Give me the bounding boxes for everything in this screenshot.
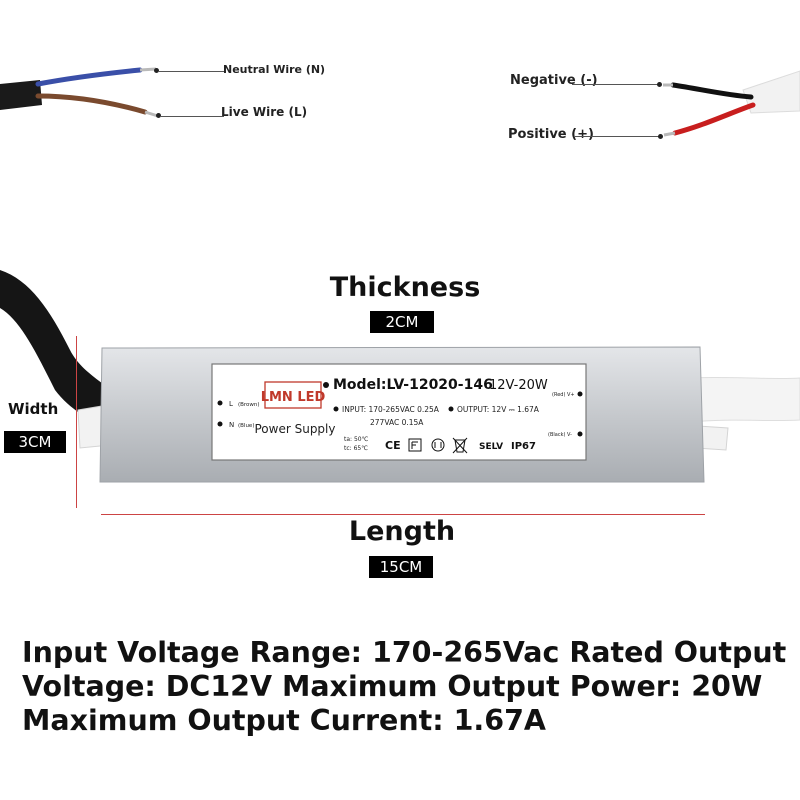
tc-rating: tc: 65℃ (344, 445, 368, 452)
terminal-n-color: (Blue) (238, 423, 254, 429)
live-wire-marker (156, 113, 161, 118)
terminal-vminus: (Black) V- (548, 432, 572, 438)
spec-line-1: Input Voltage Range: 170-265Vac Rated Ou… (22, 636, 787, 669)
product-text: Power Supply (255, 422, 336, 436)
length-value: 15CM (369, 556, 433, 578)
neutral-wire-label: Neutral Wire (N) (223, 63, 326, 76)
live-wire-label: Live Wire (L) (221, 105, 308, 119)
weee-bin-icon (452, 437, 468, 454)
neutral-wire-leader (158, 71, 226, 72)
live-wire-leader (160, 116, 224, 117)
f-mark-icon (408, 438, 422, 452)
negative-wire-marker (657, 82, 662, 87)
brand-text: LMN LED (261, 390, 326, 405)
ta-rating: ta: 50℃ (344, 436, 369, 443)
selv-mark: SELV (479, 442, 503, 452)
length-guide-line (101, 514, 705, 515)
rating-text: 12V-20W (489, 378, 548, 393)
spec-line-3: Maximum Output Current: 1.67A (22, 704, 546, 737)
positive-wire-marker (658, 134, 663, 139)
input-spec-line2: 277VAC 0.15A (370, 418, 424, 427)
dc-output-cable (663, 70, 800, 137)
transformer-symbol-icon (431, 438, 445, 452)
power-supply-unit: LMN LED Power Supply L (Brown) N (Blue) … (0, 270, 800, 483)
thickness-heading: Thickness (329, 272, 481, 303)
negative-wire-label: Negative (-) (510, 73, 598, 88)
device-label (211, 363, 587, 461)
terminal-l: L (229, 400, 233, 408)
negative-wire-leader (572, 84, 658, 85)
ce-mark: CE (385, 439, 401, 452)
output-spec: OUTPUT: 12V ⎓ 1.67A (457, 405, 540, 414)
positive-wire-leader (575, 136, 659, 137)
ip-rating: IP67 (511, 441, 536, 452)
spec-line-2: Voltage: DC12V Maximum Output Power: 20W (22, 670, 763, 703)
thickness-value: 2CM (370, 311, 434, 333)
neutral-wire-marker (154, 68, 159, 73)
width-heading: Width (8, 400, 59, 418)
terminal-n: N (229, 421, 234, 429)
width-value: 3CM (4, 431, 66, 453)
ac-input-cable (0, 67, 159, 118)
input-spec-line1: INPUT: 170-265VAC 0.25A (342, 405, 440, 414)
spec-description: Input Voltage Range: 170-265Vac Rated Ou… (22, 636, 792, 738)
width-guide-line (76, 336, 77, 508)
terminal-vplus: (Red) V+ (552, 392, 575, 398)
model-text: Model:LV-12020-146 (333, 377, 493, 393)
positive-wire-label: Positive (+) (508, 127, 594, 142)
length-heading: Length (348, 516, 456, 547)
terminal-l-color: (Brown) (238, 402, 260, 408)
